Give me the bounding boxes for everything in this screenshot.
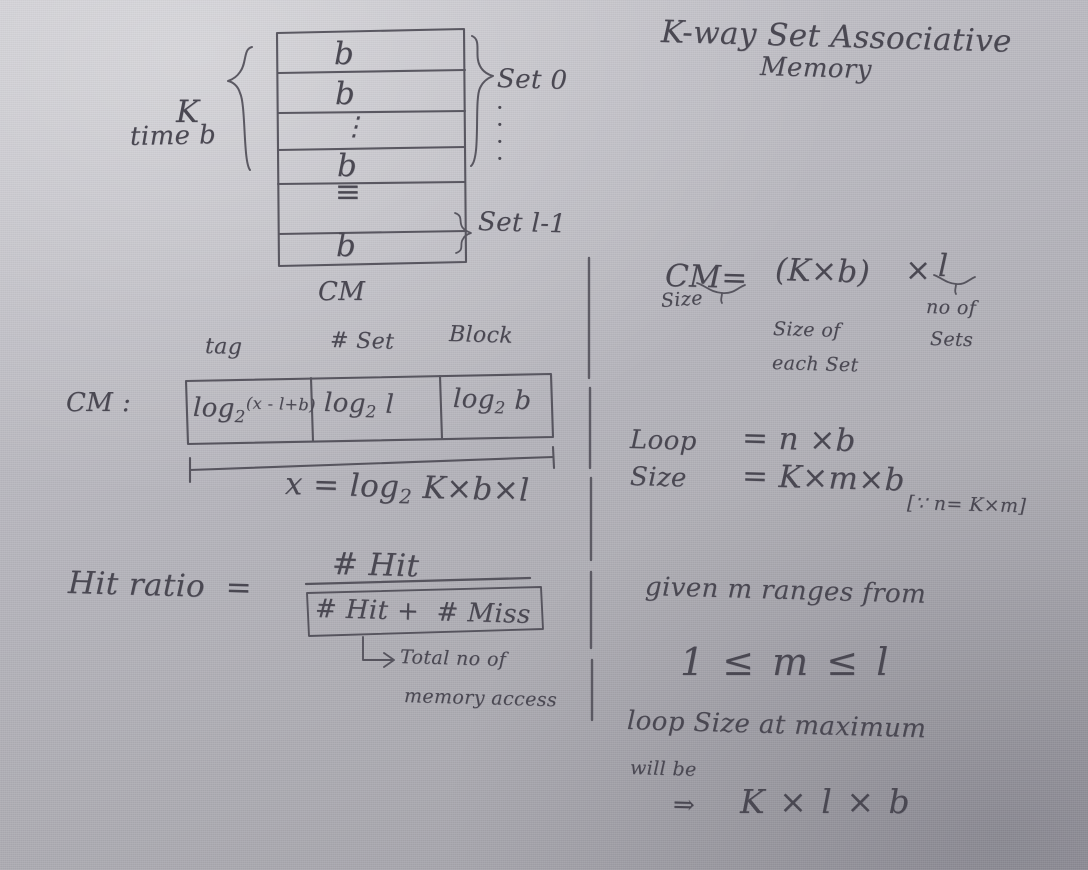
set-log-arg: l: [385, 389, 395, 420]
times-b-label: time b: [129, 120, 217, 152]
loop-label-line1: Loop: [629, 425, 698, 457]
annot-no-of-line1: no of: [925, 296, 977, 320]
column-divider: [587, 256, 594, 722]
cm-cell-1: b: [335, 76, 356, 112]
annot-size-of-line1: Size of: [772, 318, 841, 342]
set-first-label: Set 0: [496, 64, 568, 96]
set-log-base: log: [323, 388, 367, 420]
block-log-sub: 2: [494, 398, 506, 418]
block-log-base: log: [452, 384, 496, 416]
total-width-sub: 2: [398, 485, 413, 509]
field-value-set: log2 l: [324, 388, 395, 422]
hit-ratio-annot-line1: Total no of: [399, 646, 507, 671]
page-title-line1: K-way Set Associative: [660, 14, 1013, 60]
cm-cell-2: ⋮: [341, 112, 368, 142]
cm-cell-5: b: [336, 228, 357, 264]
field-header-tag: tag: [204, 334, 243, 361]
range-note-line3: will be: [629, 757, 698, 781]
block-log-arg: b: [514, 385, 532, 417]
loop-note: [∵ n= K×m]: [906, 492, 1027, 518]
annot-no-of-line2: Sets: [929, 328, 974, 352]
cm-cell-0: b: [334, 36, 355, 72]
cm-size-subscript: Size: [660, 287, 704, 312]
setlast-brace: [454, 212, 472, 254]
tag-log-base: log: [192, 392, 236, 425]
loop-eq-2: = K×m×b: [741, 458, 906, 499]
cm-size-times: ×: [904, 252, 932, 289]
page-title-line2: Memory: [759, 52, 873, 86]
annotation-arrow: [362, 636, 393, 661]
address-format-label: CM :: [66, 388, 132, 418]
range-result: K × l × b: [740, 782, 912, 821]
left-brace: [227, 46, 253, 171]
cm-cell-4: ≡: [335, 174, 361, 210]
cm-cell-3: b: [337, 148, 358, 184]
hit-ratio-numerator: # Hit: [331, 546, 420, 585]
set-ellipsis-dots: ····: [496, 94, 504, 173]
set-last-label: Set l-1: [477, 207, 567, 240]
tag-log-sub: 2: [234, 407, 246, 427]
total-width-rest: K×b×l: [411, 469, 530, 509]
cm-caption: CM: [318, 277, 366, 307]
range-result-arrow: ⇒: [672, 790, 696, 821]
range-inequality: 1 ≤ m ≤ l: [680, 640, 892, 684]
hit-ratio-annot-line2: memory access: [403, 685, 558, 712]
annot-size-of-line2: each Set: [771, 352, 859, 377]
set-log-sub: 2: [365, 402, 377, 422]
hit-ratio-label: Hit ratio =: [67, 565, 253, 607]
set0-brace: [470, 35, 494, 167]
loop-eq-1: = n ×b: [741, 420, 857, 460]
field-header-set: # Set: [329, 328, 395, 355]
k-label: K: [176, 94, 200, 130]
total-width-prefix: x = log: [284, 466, 400, 506]
field-value-tag: log2(x - l+b): [193, 392, 317, 428]
field-header-block: Block: [448, 322, 514, 349]
total-address-width: x = log2 K×b×l: [284, 466, 530, 512]
cm-size-term-sets: l: [937, 248, 949, 285]
hit-ratio-denominator: # Hit + # Miss: [314, 594, 532, 631]
range-note-line2: loop Size at maximum: [626, 706, 927, 745]
range-note-line1: given m ranges from: [644, 572, 927, 610]
field-value-block: log2 b: [453, 384, 532, 418]
annotation-arrowhead: [383, 652, 395, 668]
tag-log-sup: (x - l+b): [245, 393, 317, 415]
cm-size-term-set: (K×b): [774, 252, 871, 291]
loop-label-line2: Size: [629, 462, 688, 494]
address-box-divider-2: [438, 374, 444, 441]
cm-grid-outline: [275, 27, 468, 268]
span-right-tick: [551, 445, 556, 470]
